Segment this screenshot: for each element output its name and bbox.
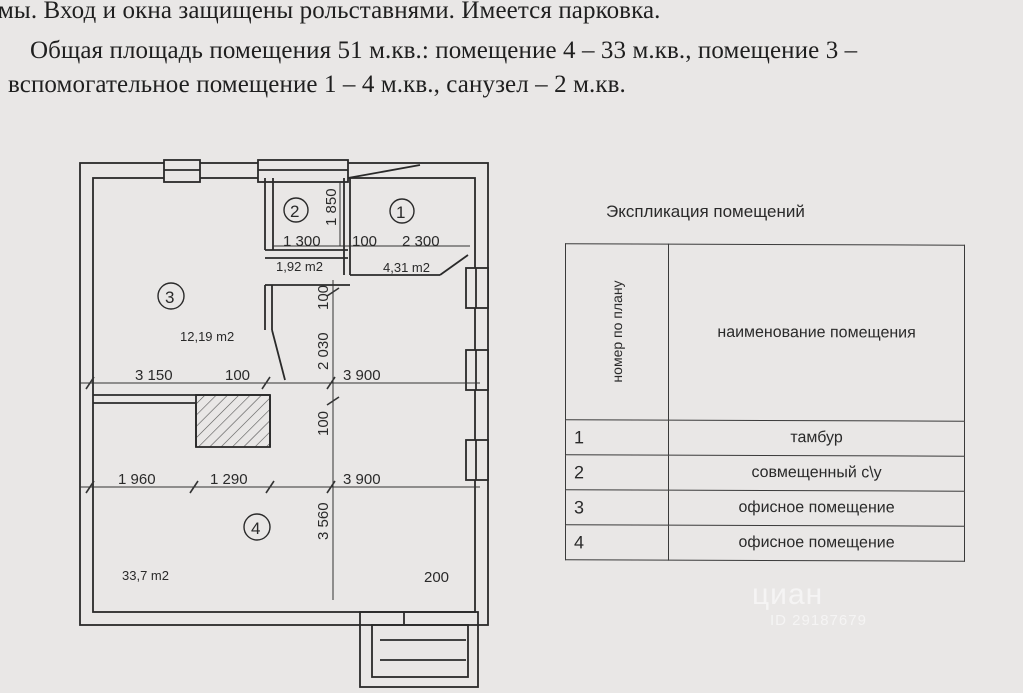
watermark-id: ID 29187679 <box>770 612 867 629</box>
dim-200: 200 <box>424 569 449 586</box>
dim-1850: 1 850 <box>323 188 340 226</box>
room-4-number: 4 <box>251 519 260 538</box>
room-3-number: 3 <box>165 288 174 307</box>
room-1-area: 4,31 m2 <box>383 260 430 275</box>
watermark-logo: циан <box>752 578 824 611</box>
dim-3150: 3 150 <box>135 367 173 384</box>
description-line-3: вспомогательное помещение 1 – 4 м.кв., с… <box>8 71 626 98</box>
room-1-number: 1 <box>396 203 405 222</box>
row-name: офисное помещение <box>668 525 965 562</box>
row-num: 4 <box>565 524 669 561</box>
dim-3900-b: 3 900 <box>343 471 381 488</box>
dim-1290: 1 290 <box>210 471 248 488</box>
dim-1960: 1 960 <box>118 471 156 488</box>
dim-100-d: 100 <box>315 411 332 436</box>
room-2-area: 1,92 m2 <box>276 259 323 274</box>
table-row: 1 тамбур <box>565 419 965 457</box>
header-num-label: номер по плану <box>609 279 626 383</box>
dim-2300: 2 300 <box>402 233 440 250</box>
row-num: 1 <box>565 419 669 456</box>
dim-3560: 3 560 <box>315 502 332 540</box>
dim-1300: 1 300 <box>283 233 321 250</box>
dim-100-b: 100 <box>315 285 332 310</box>
floor-plan: 1 2 3 4 4,31 m2 1,92 m2 12,19 m2 33,7 m2… <box>79 159 489 688</box>
header-num-cell: номер по плану <box>565 243 669 421</box>
description-line-2: Общая площадь помещения 51 м.кв.: помеще… <box>30 37 858 64</box>
header-name-cell: наименование помещения <box>668 244 965 422</box>
explication-title: Экспликация помещений <box>606 202 805 221</box>
room-2-number: 2 <box>290 202 299 221</box>
dim-100-c: 100 <box>225 367 250 384</box>
explication-header-row: номер по плану наименование помещения <box>565 243 965 422</box>
row-name: офисное помещение <box>668 490 965 527</box>
table-row: 4 офисное помещение <box>565 524 965 562</box>
table-row: 2 совмещенный с\у <box>565 454 965 492</box>
room-3-area: 12,19 m2 <box>180 329 234 344</box>
explication-table: номер по плану наименование помещения 1 … <box>565 243 965 562</box>
table-row: 3 офисное помещение <box>565 489 965 527</box>
room-4-area: 33,7 m2 <box>122 568 169 583</box>
dim-3900-a: 3 900 <box>343 367 381 384</box>
dim-2030: 2 030 <box>315 332 332 370</box>
row-name: совмещенный с\у <box>668 455 965 492</box>
dim-100-a: 100 <box>352 233 377 250</box>
row-name: тамбур <box>668 420 965 457</box>
description-line-1: мы. Вход и окна защищены рольставнями. И… <box>0 0 661 24</box>
row-num: 3 <box>565 489 669 526</box>
row-num: 2 <box>565 454 669 491</box>
